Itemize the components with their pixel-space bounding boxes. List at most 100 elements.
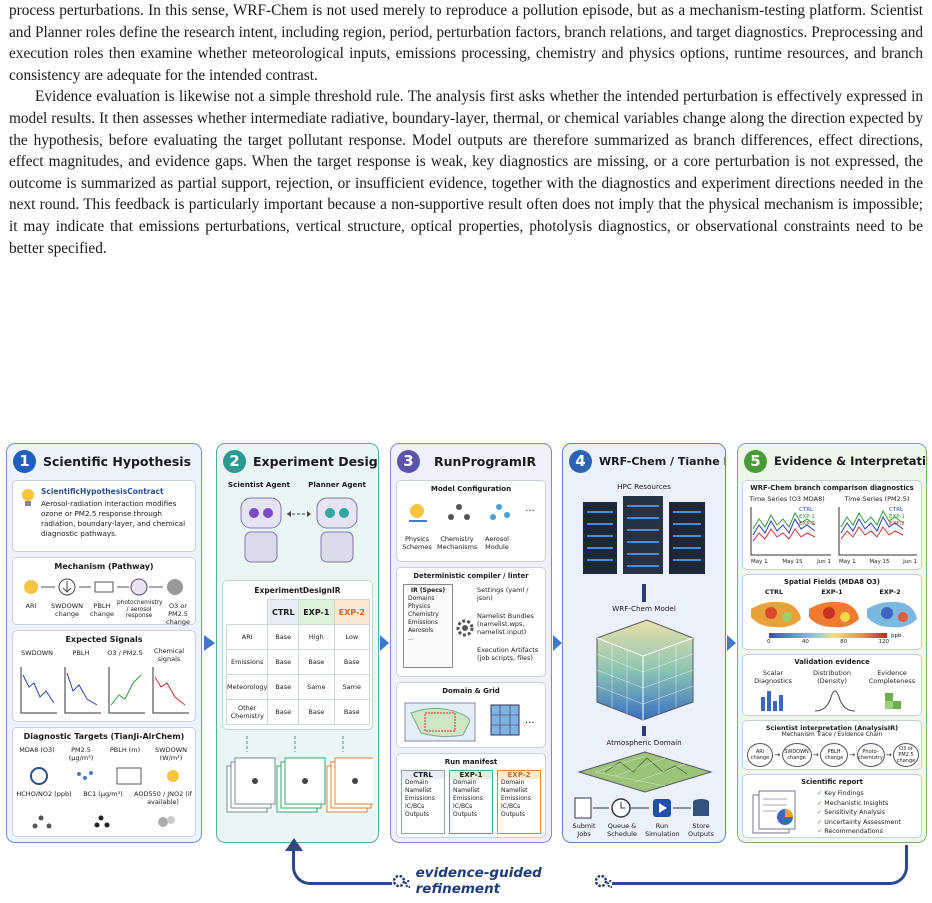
job-step-icons <box>567 796 721 820</box>
contract-title: ScientificHypothesisContract <box>41 487 164 496</box>
x-tick: May 15 <box>869 559 889 565</box>
manifest-item: Outputs <box>402 811 444 819</box>
signals-title: Expected Signals <box>13 635 195 644</box>
legend-item: EXP-1 <box>799 514 815 521</box>
manifest-item: Domain <box>402 779 444 787</box>
report-list: ✓ Key Findings ✓ Mechanistic Insights ✓ … <box>817 789 901 837</box>
config-title: Model Configuration <box>397 485 545 493</box>
report-document-icon <box>751 789 807 835</box>
validation-evidence-box: Validation evidence Scalar Diagnostics D… <box>742 654 922 716</box>
config-item: Physics Schemes <box>399 535 435 551</box>
chain-node: Photo-chemistry <box>857 743 885 767</box>
arrow-up-icon <box>285 838 303 851</box>
signal-label: O3 / PM2.5 <box>103 649 147 657</box>
scientist-agent-label: Scientist Agent <box>221 480 297 489</box>
gear-icon <box>392 873 410 889</box>
interp-title: Scientist interpretation (AnalysisIR) <box>743 724 921 732</box>
manifest-item: Emissions <box>450 795 492 803</box>
map-label: EXP-2 <box>865 588 915 596</box>
panel-4-header: 4 WRF-Chem / Tianhe HPC <box>563 444 725 478</box>
panel-4-title: WRF-Chem / Tianhe HPC <box>599 455 726 468</box>
job-step: Run Simulation <box>645 822 679 838</box>
legend-item: EXP-2 <box>889 521 905 528</box>
arrow-right-icon <box>553 635 562 651</box>
svg-text:...: ... <box>525 715 535 726</box>
manifest-item: Emissions <box>498 795 540 803</box>
spec-item: Aerosols <box>404 627 452 635</box>
x-ticks: May 1 May 15 Jun 1 <box>839 559 917 565</box>
refinement-text: evidence-guided refinement <box>416 865 589 897</box>
diag-title: WRF-Chem branch comparison diagnostics <box>743 484 921 492</box>
manifest-col: CTRL <box>402 771 444 779</box>
flow-arrow <box>642 726 646 736</box>
chain-node: O3 or PM2.5 change <box>893 743 919 767</box>
job-step: Store Outputs <box>683 822 719 838</box>
domain-map-icon: ... <box>403 699 541 745</box>
panel-5-header: 5 Evidence & Interpretation <box>738 444 926 478</box>
panel-5-number: 5 <box>744 450 767 473</box>
report-item: ✓ Key Findings <box>817 789 901 799</box>
spatial-fields-box: Spatial Fields (MDA8 O3) CTRL EXP-1 EXP-… <box>742 574 922 650</box>
manifest-item: IC/BCs <box>450 803 492 811</box>
valid-item: Distribution (Density) <box>805 669 859 685</box>
arrow-right-icon <box>204 635 215 651</box>
panel-scientific-hypothesis: 1 Scientific Hypothesis ScientificHypoth… <box>6 443 202 843</box>
manifest-branch: CTRL Domain Namelist Emissions IC/BCs Ou… <box>401 770 445 834</box>
panel-1-number: 1 <box>13 450 36 473</box>
compiler-output: Namelist Bundles (namelist.wps, namelist… <box>477 612 543 636</box>
cbar-tick: 40 <box>802 639 809 645</box>
row-label: Other Chemistry <box>227 700 268 725</box>
specs-list: IR (Specs) Domains Physics Chemistry Emi… <box>403 584 453 668</box>
row-label: Meteorology <box>227 675 268 700</box>
server-rack-icon <box>577 492 713 578</box>
manifest-branch: EXP-2 Domain Namelist Emissions IC/BCs O… <box>497 770 541 834</box>
config-item: ... <box>517 505 543 513</box>
domain-grid-box: Domain & Grid ... <box>396 682 546 748</box>
compiler-output: Settings (yaml / json) <box>477 586 543 602</box>
target-item: PM2.5 (μg/m³) <box>59 746 103 762</box>
manifest-item: Namelist <box>498 787 540 795</box>
spec-item: Domains <box>404 595 452 603</box>
legend-item: EXP-1 <box>889 514 905 521</box>
panel-5-title: Evidence & Interpretation <box>774 454 927 468</box>
spec-item: Emissions <box>404 619 452 627</box>
x-tick: Jun 1 <box>903 559 917 565</box>
cell: Low <box>334 625 369 650</box>
job-step: Queue & Schedule <box>603 822 641 838</box>
cell: Same <box>299 675 334 700</box>
x-tick: May 1 <box>839 559 856 565</box>
signal-trend-icons <box>17 665 193 717</box>
chain-node: SWDOWN change <box>782 743 812 767</box>
interpretation-box: Scientist interpretation (AnalysisIR) Me… <box>742 720 922 770</box>
manifest-item: Domain <box>450 779 492 787</box>
mechanism-title: Mechanism (Pathway) <box>13 562 195 571</box>
cell: Base <box>334 700 369 725</box>
config-item: Chemistry Mechanisms <box>437 535 477 551</box>
target-item: AOD550 / JNO2 (if available) <box>131 790 195 806</box>
terrain-icon <box>575 746 715 796</box>
specs-title: IR (Specs) <box>404 587 452 595</box>
cell: Base <box>268 625 299 650</box>
valid-item: Scalar Diagnostics <box>747 669 799 685</box>
mech-item: O3 or PM2.5 change <box>161 602 195 626</box>
spec-item: Physics <box>404 603 452 611</box>
panel-2-number: 2 <box>223 450 246 473</box>
row-label: Emissions <box>227 650 268 675</box>
diagnostic-targets-box: Diagnostic Targets (TianJi-AirChem) MDA8… <box>12 727 196 837</box>
arrow-right-icon <box>380 635 389 651</box>
panel-2-title: Experiment Design <box>253 454 379 469</box>
legend-item: CTRL <box>889 507 905 514</box>
signal-label: PBLH <box>59 649 103 657</box>
row-label: ARI <box>227 625 268 650</box>
cbar-tick: 80 <box>840 639 847 645</box>
cell: Same <box>334 675 369 700</box>
panel-evidence-interpretation: 5 Evidence & Interpretation WRF-Chem bra… <box>737 443 927 843</box>
interp-sub: Mechanism Trace / Evidence Chain <box>743 732 921 738</box>
signal-label: Chemical signals <box>147 647 191 663</box>
mech-item: SWDOWN change <box>49 602 85 618</box>
cell: High <box>299 625 334 650</box>
target-item: BC1 (μg/m³) <box>75 790 131 798</box>
paragraph-2: Evidence evaluation is likewise not a si… <box>9 86 923 259</box>
